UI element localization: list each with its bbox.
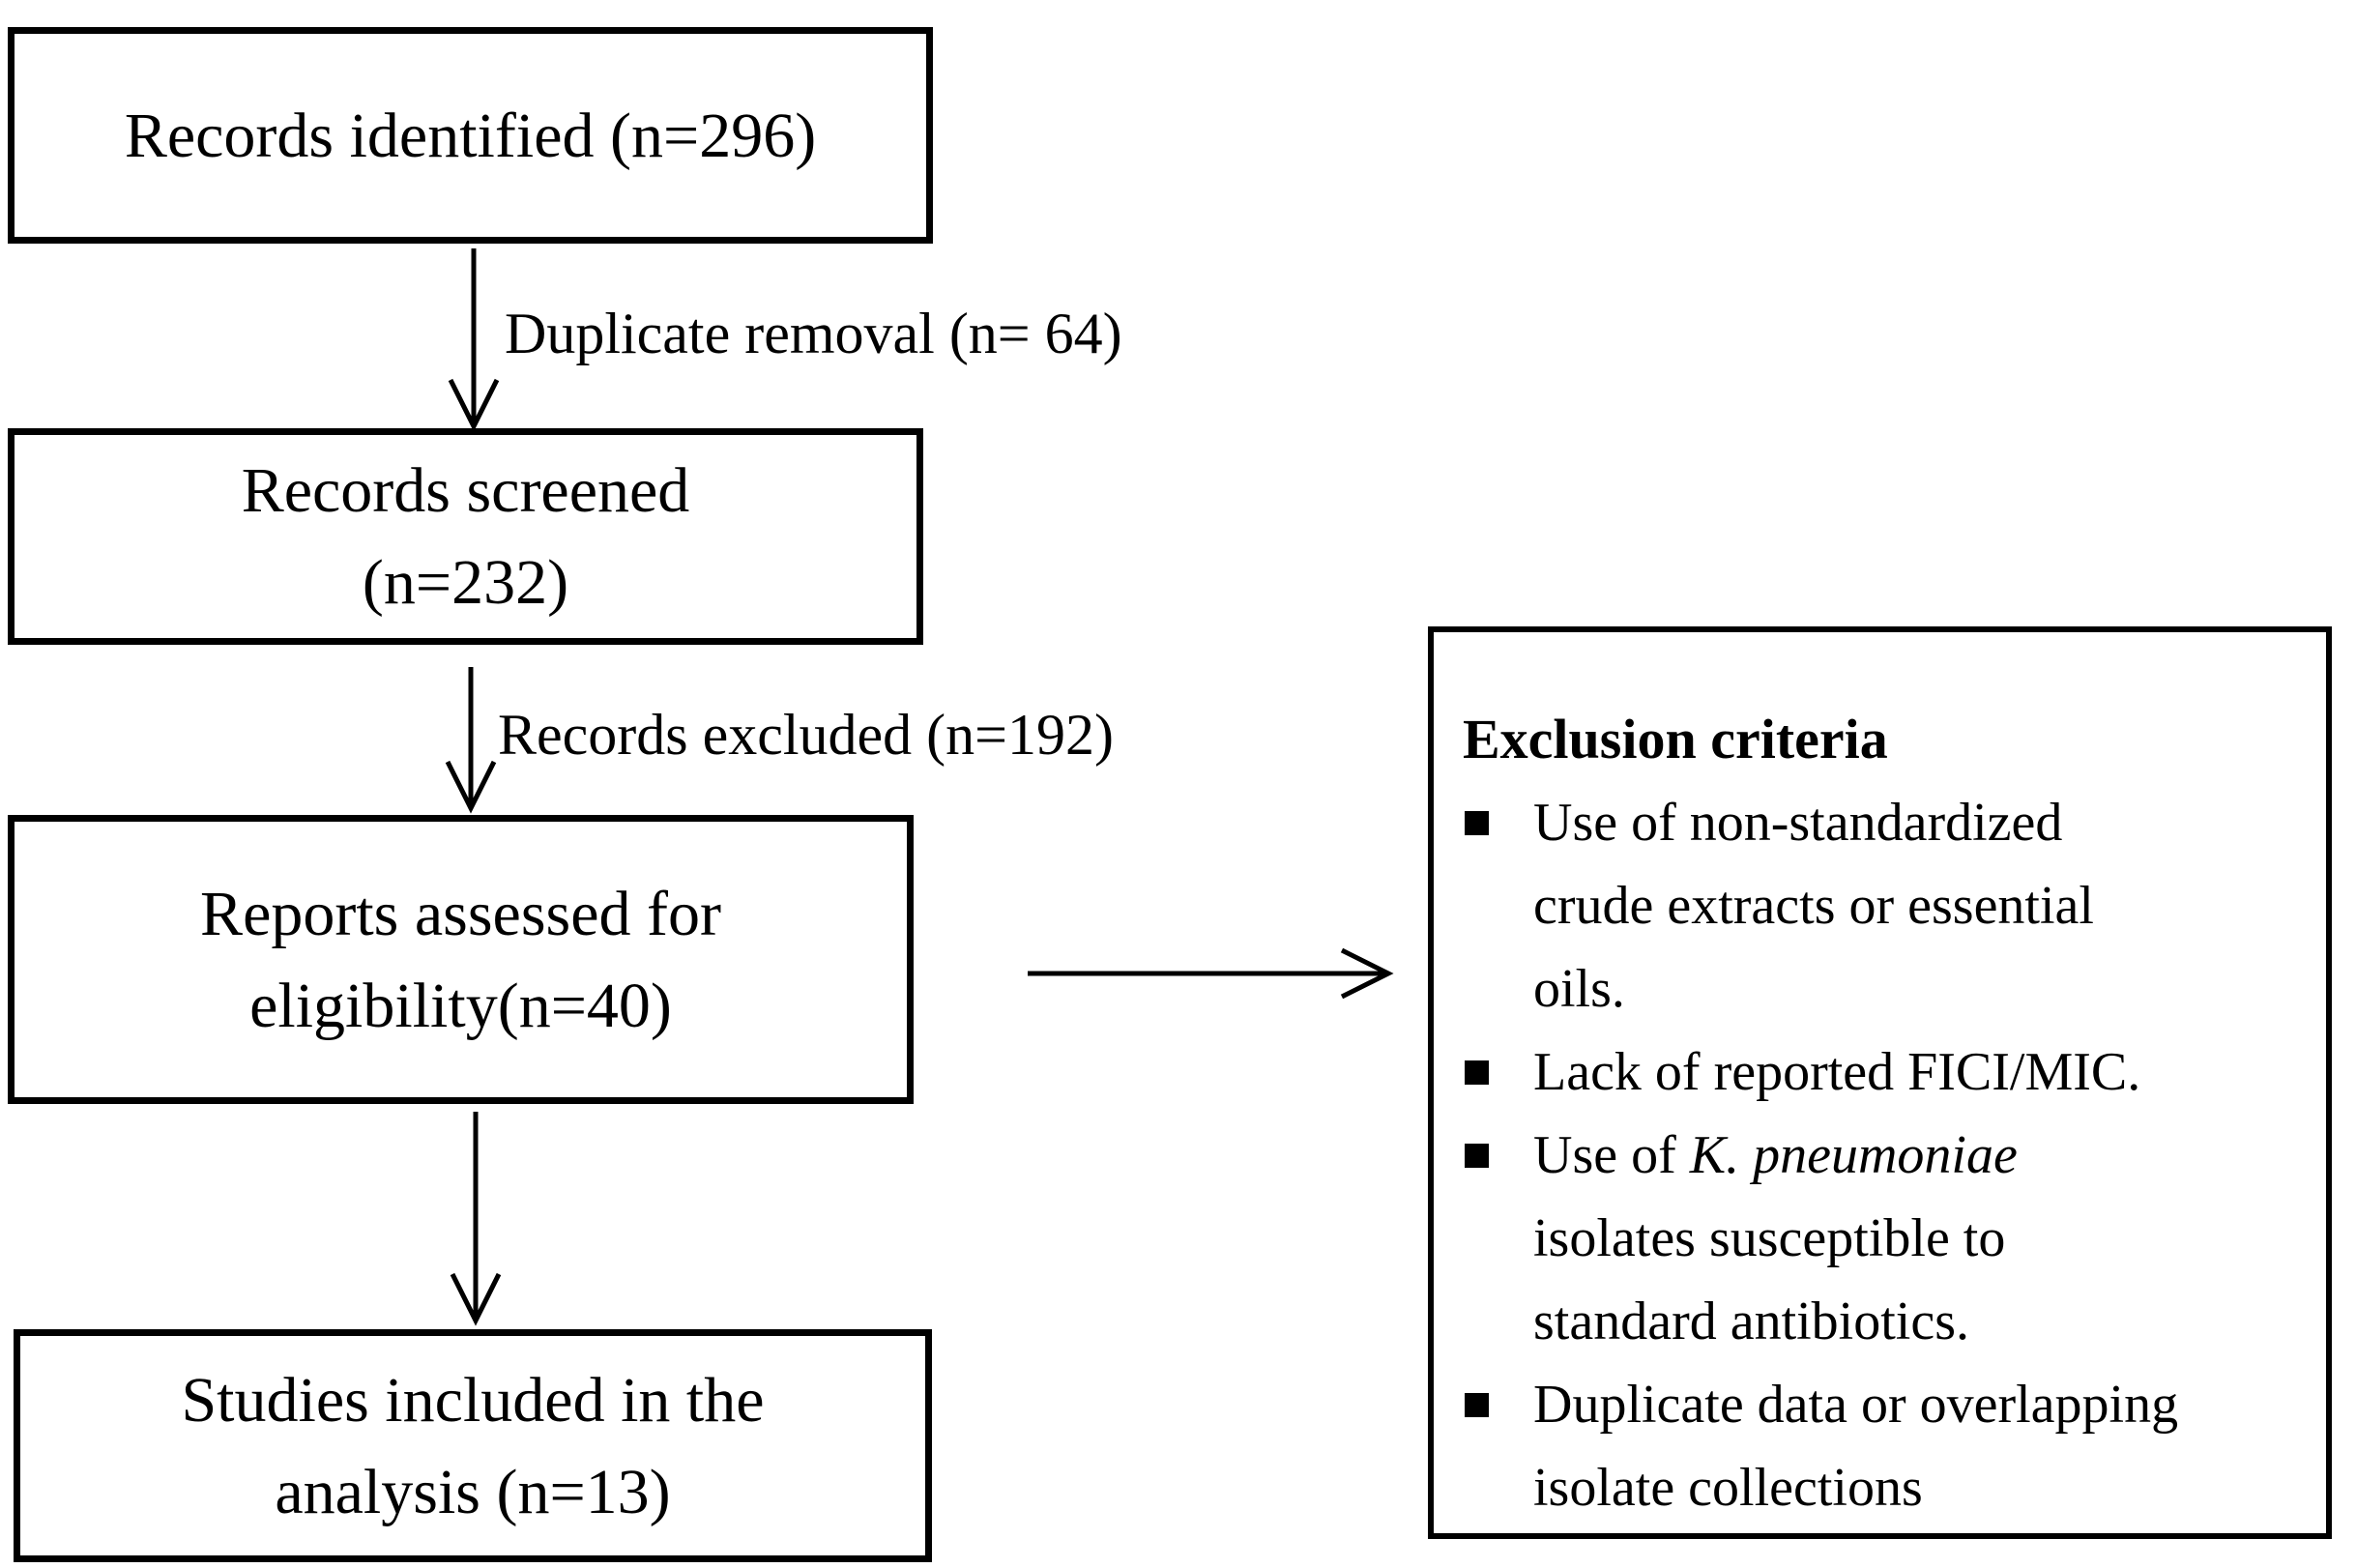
bullet-text: Duplicate data or overlapping isolate co… bbox=[1533, 1375, 2179, 1518]
box-records-screened-line2: (n=232) bbox=[362, 547, 569, 618]
exclusion-criteria-title: Exclusion criteria bbox=[1463, 708, 1888, 770]
box-records-identified: Records identified (n=296) bbox=[8, 27, 933, 244]
box-studies-included-line1: Studies included in the bbox=[181, 1364, 765, 1436]
exclusion-bullet-fici-mic: Lack of reported FICI/MIC. bbox=[1463, 1031, 2307, 1114]
box-reports-assessed: Reports assessed for eligibility(n=40) bbox=[8, 815, 914, 1104]
exclusion-bullet-duplicate-data: Duplicate data or overlapping isolate co… bbox=[1463, 1363, 2307, 1529]
label-duplicate-removal: Duplicate removal (n= 64) bbox=[505, 302, 1122, 365]
bullet-square-icon bbox=[1465, 811, 1489, 835]
bullet-text: Lack of reported FICI/MIC. bbox=[1533, 1042, 2141, 1102]
bullet-text-suffix: isolates susceptible to standard antibio… bbox=[1533, 1208, 2006, 1351]
box-records-screened: Records screened (n=232) bbox=[8, 428, 923, 645]
box-reports-assessed-line2: eligibility(n=40) bbox=[249, 970, 672, 1041]
exclusion-criteria-panel: Exclusion criteria Use of non-standardiz… bbox=[1428, 626, 2332, 1539]
arrow-down-records-excluded bbox=[445, 667, 497, 814]
bullet-square-icon bbox=[1465, 1060, 1489, 1085]
bullet-text: Use of non-standardized crude extracts o… bbox=[1533, 793, 2094, 1019]
bullet-text: Use of K. pneumoniae isolates susceptibl… bbox=[1533, 1114, 2018, 1363]
arrow-down-to-included bbox=[450, 1112, 502, 1326]
bullet-square-icon bbox=[1465, 1144, 1489, 1168]
box-records-identified-text: Records identified (n=296) bbox=[124, 100, 817, 171]
box-records-screened-line1: Records screened bbox=[241, 455, 690, 526]
label-records-excluded: Records excluded (n=192) bbox=[498, 703, 1114, 767]
bullet-text-prefix: Use of bbox=[1533, 1125, 1690, 1185]
arrow-down-duplicate-removal bbox=[448, 248, 500, 432]
box-reports-assessed-line1: Reports assessed for bbox=[200, 878, 721, 949]
species-name-italic: K. pneumoniae bbox=[1689, 1125, 2018, 1185]
exclusion-bullet-susceptible-isolates: Use of K. pneumoniae isolates susceptibl… bbox=[1463, 1114, 2307, 1363]
arrow-right-to-exclusion bbox=[1028, 947, 1394, 1000]
bullet-square-icon bbox=[1465, 1393, 1489, 1417]
exclusion-bullet-crude-extracts: Use of non-standardized crude extracts o… bbox=[1463, 781, 2307, 1031]
box-studies-included: Studies included in the analysis (n=13) bbox=[14, 1329, 932, 1562]
box-studies-included-line2: analysis (n=13) bbox=[275, 1456, 671, 1527]
